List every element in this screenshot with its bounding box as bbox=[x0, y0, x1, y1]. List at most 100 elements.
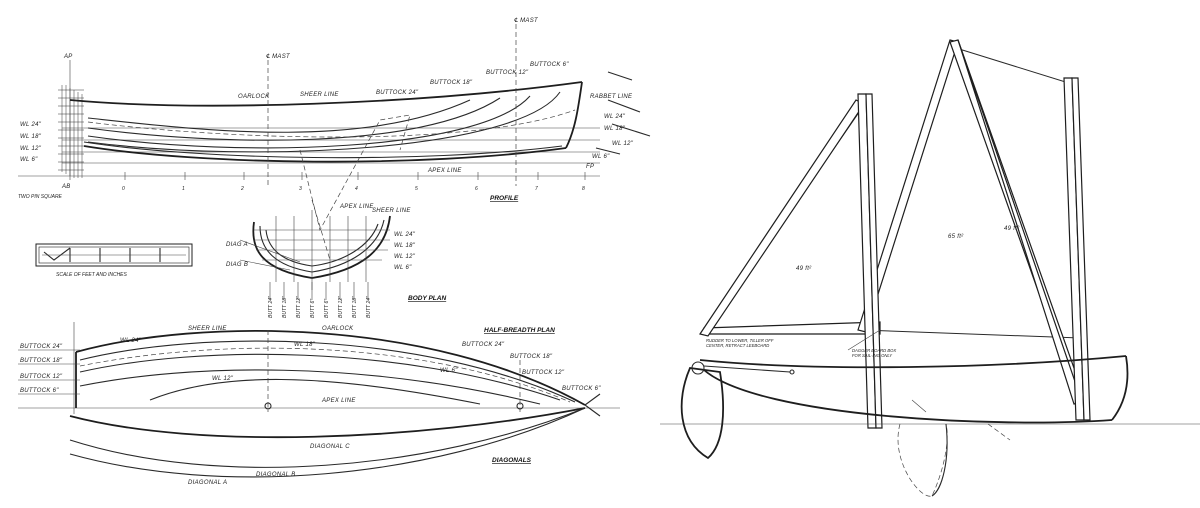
note-board: DAGGER BOARD BOX FOR SAIL-ING ONLY bbox=[852, 348, 897, 358]
hb-buttock-right-6: BUTTOCK 6" bbox=[562, 386, 601, 392]
bp-label-sheer: SHEER LINE bbox=[372, 208, 411, 214]
bp-label-apex: APEX LINE bbox=[339, 204, 374, 210]
hull-sheer bbox=[699, 355, 1127, 369]
hb-label-apex: APEX LINE bbox=[321, 398, 356, 404]
label-buttock-18: BUTTOCK 18" bbox=[430, 80, 473, 86]
sail-plan-labels: 49 ft² 65 ft² 49 ft² RUDDER TO LOWER, TI… bbox=[706, 226, 1020, 358]
label-wl-18-right: WL 18" bbox=[604, 126, 626, 132]
label-mast-aft: ℄ MAST bbox=[266, 53, 291, 60]
hb-sheer bbox=[75, 329, 586, 406]
hb-buttock-right-18: BUTTOCK 18" bbox=[510, 354, 553, 360]
profile-view bbox=[18, 24, 651, 231]
sheer-line bbox=[69, 81, 583, 107]
scale-bar: SCALE OF FEET AND INCHES bbox=[35, 243, 193, 278]
station-1: 1 bbox=[182, 186, 185, 192]
bp-butt-1: BUTT 24" bbox=[268, 296, 274, 318]
body-plan-title: BODY PLAN bbox=[408, 295, 446, 302]
bp-diag-a: DIAG A bbox=[226, 242, 248, 248]
fore-mast-2 bbox=[1071, 77, 1091, 421]
bp-butt-8: BUTT 24" bbox=[366, 296, 372, 318]
hb-wl-6: WL 6" bbox=[440, 368, 458, 374]
label-wl-12-right: WL 12" bbox=[612, 141, 634, 147]
scale-label: SCALE OF FEET AND INCHES bbox=[56, 272, 128, 278]
hull-stem bbox=[1111, 355, 1129, 421]
sail-label-fore-1: 65 ft² bbox=[948, 234, 964, 240]
half-breadth-labels: WL 24" SHEER LINE OARLOCK HALF-BREADTH P… bbox=[20, 326, 601, 404]
bp-butt-4: BUTT 6" bbox=[310, 299, 316, 318]
bp-wl-18: WL 18" bbox=[394, 243, 416, 249]
hb-wl-18: WL 18" bbox=[294, 342, 316, 348]
bp-butt-3: BUTT 12" bbox=[296, 296, 302, 318]
profile-title: PROFILE bbox=[490, 195, 519, 202]
hb-buttock-left-24: BUTTOCK 24" bbox=[20, 344, 63, 350]
hb-buttock-left-12: BUTTOCK 12" bbox=[20, 374, 63, 380]
diag-b: DIAGONAL B bbox=[256, 472, 296, 478]
station-7: 7 bbox=[535, 186, 538, 192]
bp-wl-6: WL 6" bbox=[394, 265, 412, 271]
label-wl-24-left: WL 24" bbox=[20, 122, 42, 128]
transom-grid bbox=[58, 85, 84, 178]
label-wl-12-left: WL 12" bbox=[20, 146, 42, 152]
station-ticks bbox=[124, 172, 586, 180]
hb-wl-24: WL 24" bbox=[120, 338, 142, 344]
station-5: 5 bbox=[415, 186, 418, 192]
hb-buttock-left-18: BUTTOCK 18" bbox=[20, 358, 63, 364]
label-mold-note: TWO PIN SQUARE bbox=[18, 194, 63, 200]
note-rudder-container: RUDDER TO LOWER, TILLER OFF CENTER, RETR… bbox=[706, 338, 774, 348]
station-4: 4 bbox=[355, 186, 358, 192]
bp-wl-12: WL 12" bbox=[394, 254, 416, 260]
label-rabbet: RABBET LINE bbox=[590, 94, 633, 100]
hb-label-oarlock: OARLOCK bbox=[322, 326, 354, 332]
hull-bottom bbox=[703, 369, 1113, 424]
label-wl-6-right: WL 6" bbox=[592, 154, 610, 160]
label-wl-24-right: WL 24" bbox=[604, 114, 626, 120]
diagonals-view bbox=[69, 407, 586, 478]
label-ab: AB bbox=[61, 184, 71, 190]
label-buttock-6: BUTTOCK 6" bbox=[530, 62, 569, 68]
bp-butt-6: BUTT 12" bbox=[338, 296, 344, 318]
hb-buttock-right-12: BUTTOCK 12" bbox=[522, 370, 565, 376]
bp-butt-7: BUTT 18" bbox=[352, 296, 358, 318]
body-plan-labels: APEX LINE SHEER LINE DIAG A DIAG B WL 24… bbox=[226, 204, 446, 318]
body-plan-view bbox=[239, 199, 391, 300]
label-ap: AP bbox=[63, 54, 73, 60]
aft-mast-2 bbox=[865, 93, 883, 429]
hb-buttock-right-24: BUTTOCK 24" bbox=[462, 342, 505, 348]
label-wl-18-left: WL 18" bbox=[20, 134, 42, 140]
stem bbox=[565, 81, 583, 149]
label-buttock-12: BUTTOCK 12" bbox=[486, 70, 529, 76]
hb-buttock-left-6: BUTTOCK 6" bbox=[20, 388, 59, 394]
diag-a: DIAGONAL A bbox=[188, 480, 227, 486]
label-sheer: SHEER LINE bbox=[300, 92, 339, 98]
half-breadth-view bbox=[18, 322, 620, 417]
half-breadth-title: HALF-BREADTH PLAN bbox=[484, 327, 555, 334]
note-board-container: DAGGER BOARD BOX FOR SAIL-ING ONLY bbox=[852, 348, 897, 358]
label-fp: FP bbox=[586, 164, 594, 170]
sail-label-aft: 49 ft² bbox=[796, 266, 812, 272]
bp-butt-2: BUTT 18" bbox=[282, 296, 288, 318]
station-0: 0 bbox=[122, 186, 125, 192]
label-mast-fwd: ℄ MAST bbox=[514, 17, 539, 24]
body-plan-butt-ticks bbox=[269, 282, 369, 300]
bp-wl-24: WL 24" bbox=[394, 232, 416, 238]
label-apex: APEX LINE bbox=[427, 168, 462, 174]
label-buttock-24: BUTTOCK 24" bbox=[376, 90, 419, 96]
station-8: 8 bbox=[582, 186, 585, 192]
rudder bbox=[680, 367, 724, 460]
station-6: 6 bbox=[475, 186, 478, 192]
station-2: 2 bbox=[240, 186, 244, 192]
diagonals-title: DIAGONALS bbox=[492, 457, 532, 464]
profile-labels: AP AB FP TWO PIN SQUARE ℄ MAST ℄ MAST OA… bbox=[18, 17, 634, 202]
bp-diag-b: DIAG B bbox=[226, 262, 248, 268]
diag-c: DIAGONAL C bbox=[310, 444, 350, 450]
hb-label-sheer: SHEER LINE bbox=[188, 326, 227, 332]
sail-label-fore-2: 49 ft² bbox=[1004, 226, 1020, 232]
hb-wl-12: WL 12" bbox=[212, 376, 234, 382]
keel-line bbox=[83, 145, 567, 163]
label-wl-6-left: WL 6" bbox=[20, 157, 38, 163]
bp-butt-5: BUTT 6" bbox=[324, 299, 330, 318]
note-rudder: RUDDER TO LOWER, TILLER OFF CENTER, RETR… bbox=[706, 338, 774, 348]
diagonals-labels: DIAGONAL C DIAGONAL A DIAGONAL B DIAGONA… bbox=[188, 444, 532, 486]
station-3: 3 bbox=[299, 186, 302, 192]
